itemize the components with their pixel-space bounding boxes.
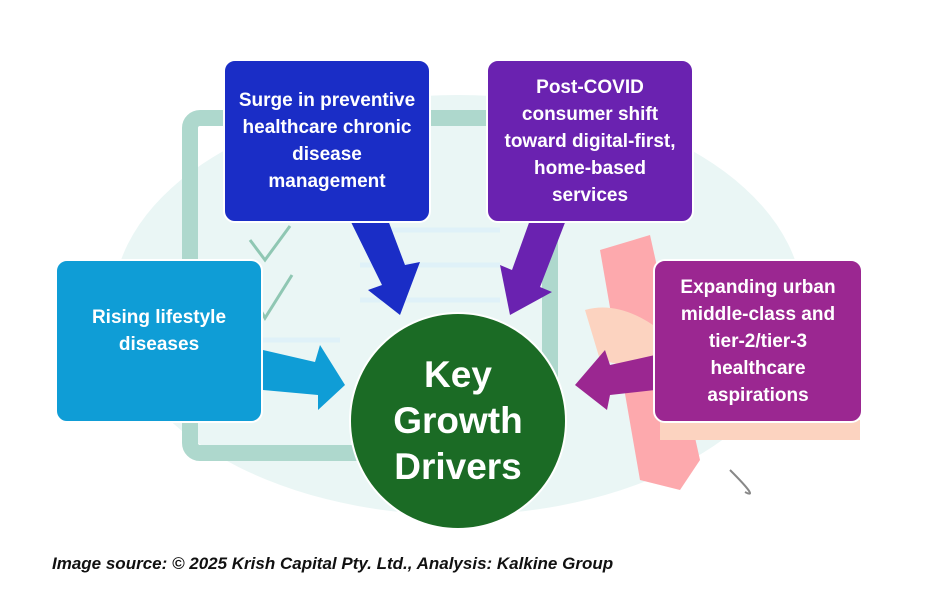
driver-urban-middle-class: Expanding urban middle-class and tier-2/… [653, 259, 863, 423]
key-growth-drivers-circle: Key Growth Drivers [349, 312, 567, 530]
driver-label: Expanding urban middle-class and tier-2/… [680, 276, 836, 406]
driver-digital-first: Post-COVID consumer shift toward digital… [486, 59, 694, 223]
center-line: Growth [393, 400, 523, 441]
arrow-left [263, 345, 345, 410]
image-source-caption: Image source: © 2025 Krish Capital Pty. … [52, 554, 614, 573]
arrow-top-right [500, 220, 566, 315]
center-line: Key [424, 354, 492, 395]
driver-label: Surge in preventive healthcare chronic d… [238, 90, 416, 192]
arrows [263, 220, 655, 410]
arrow-top-left [350, 220, 420, 315]
center-line: Drivers [394, 446, 522, 487]
driver-label: Post-COVID consumer shift toward digital… [504, 76, 676, 206]
driver-preventive-healthcare: Surge in preventive healthcare chronic d… [223, 59, 431, 223]
arrow-right [575, 350, 655, 410]
driver-lifestyle-diseases: Rising lifestyle diseases [55, 259, 263, 423]
driver-label: Rising lifestyle diseases [91, 307, 227, 355]
